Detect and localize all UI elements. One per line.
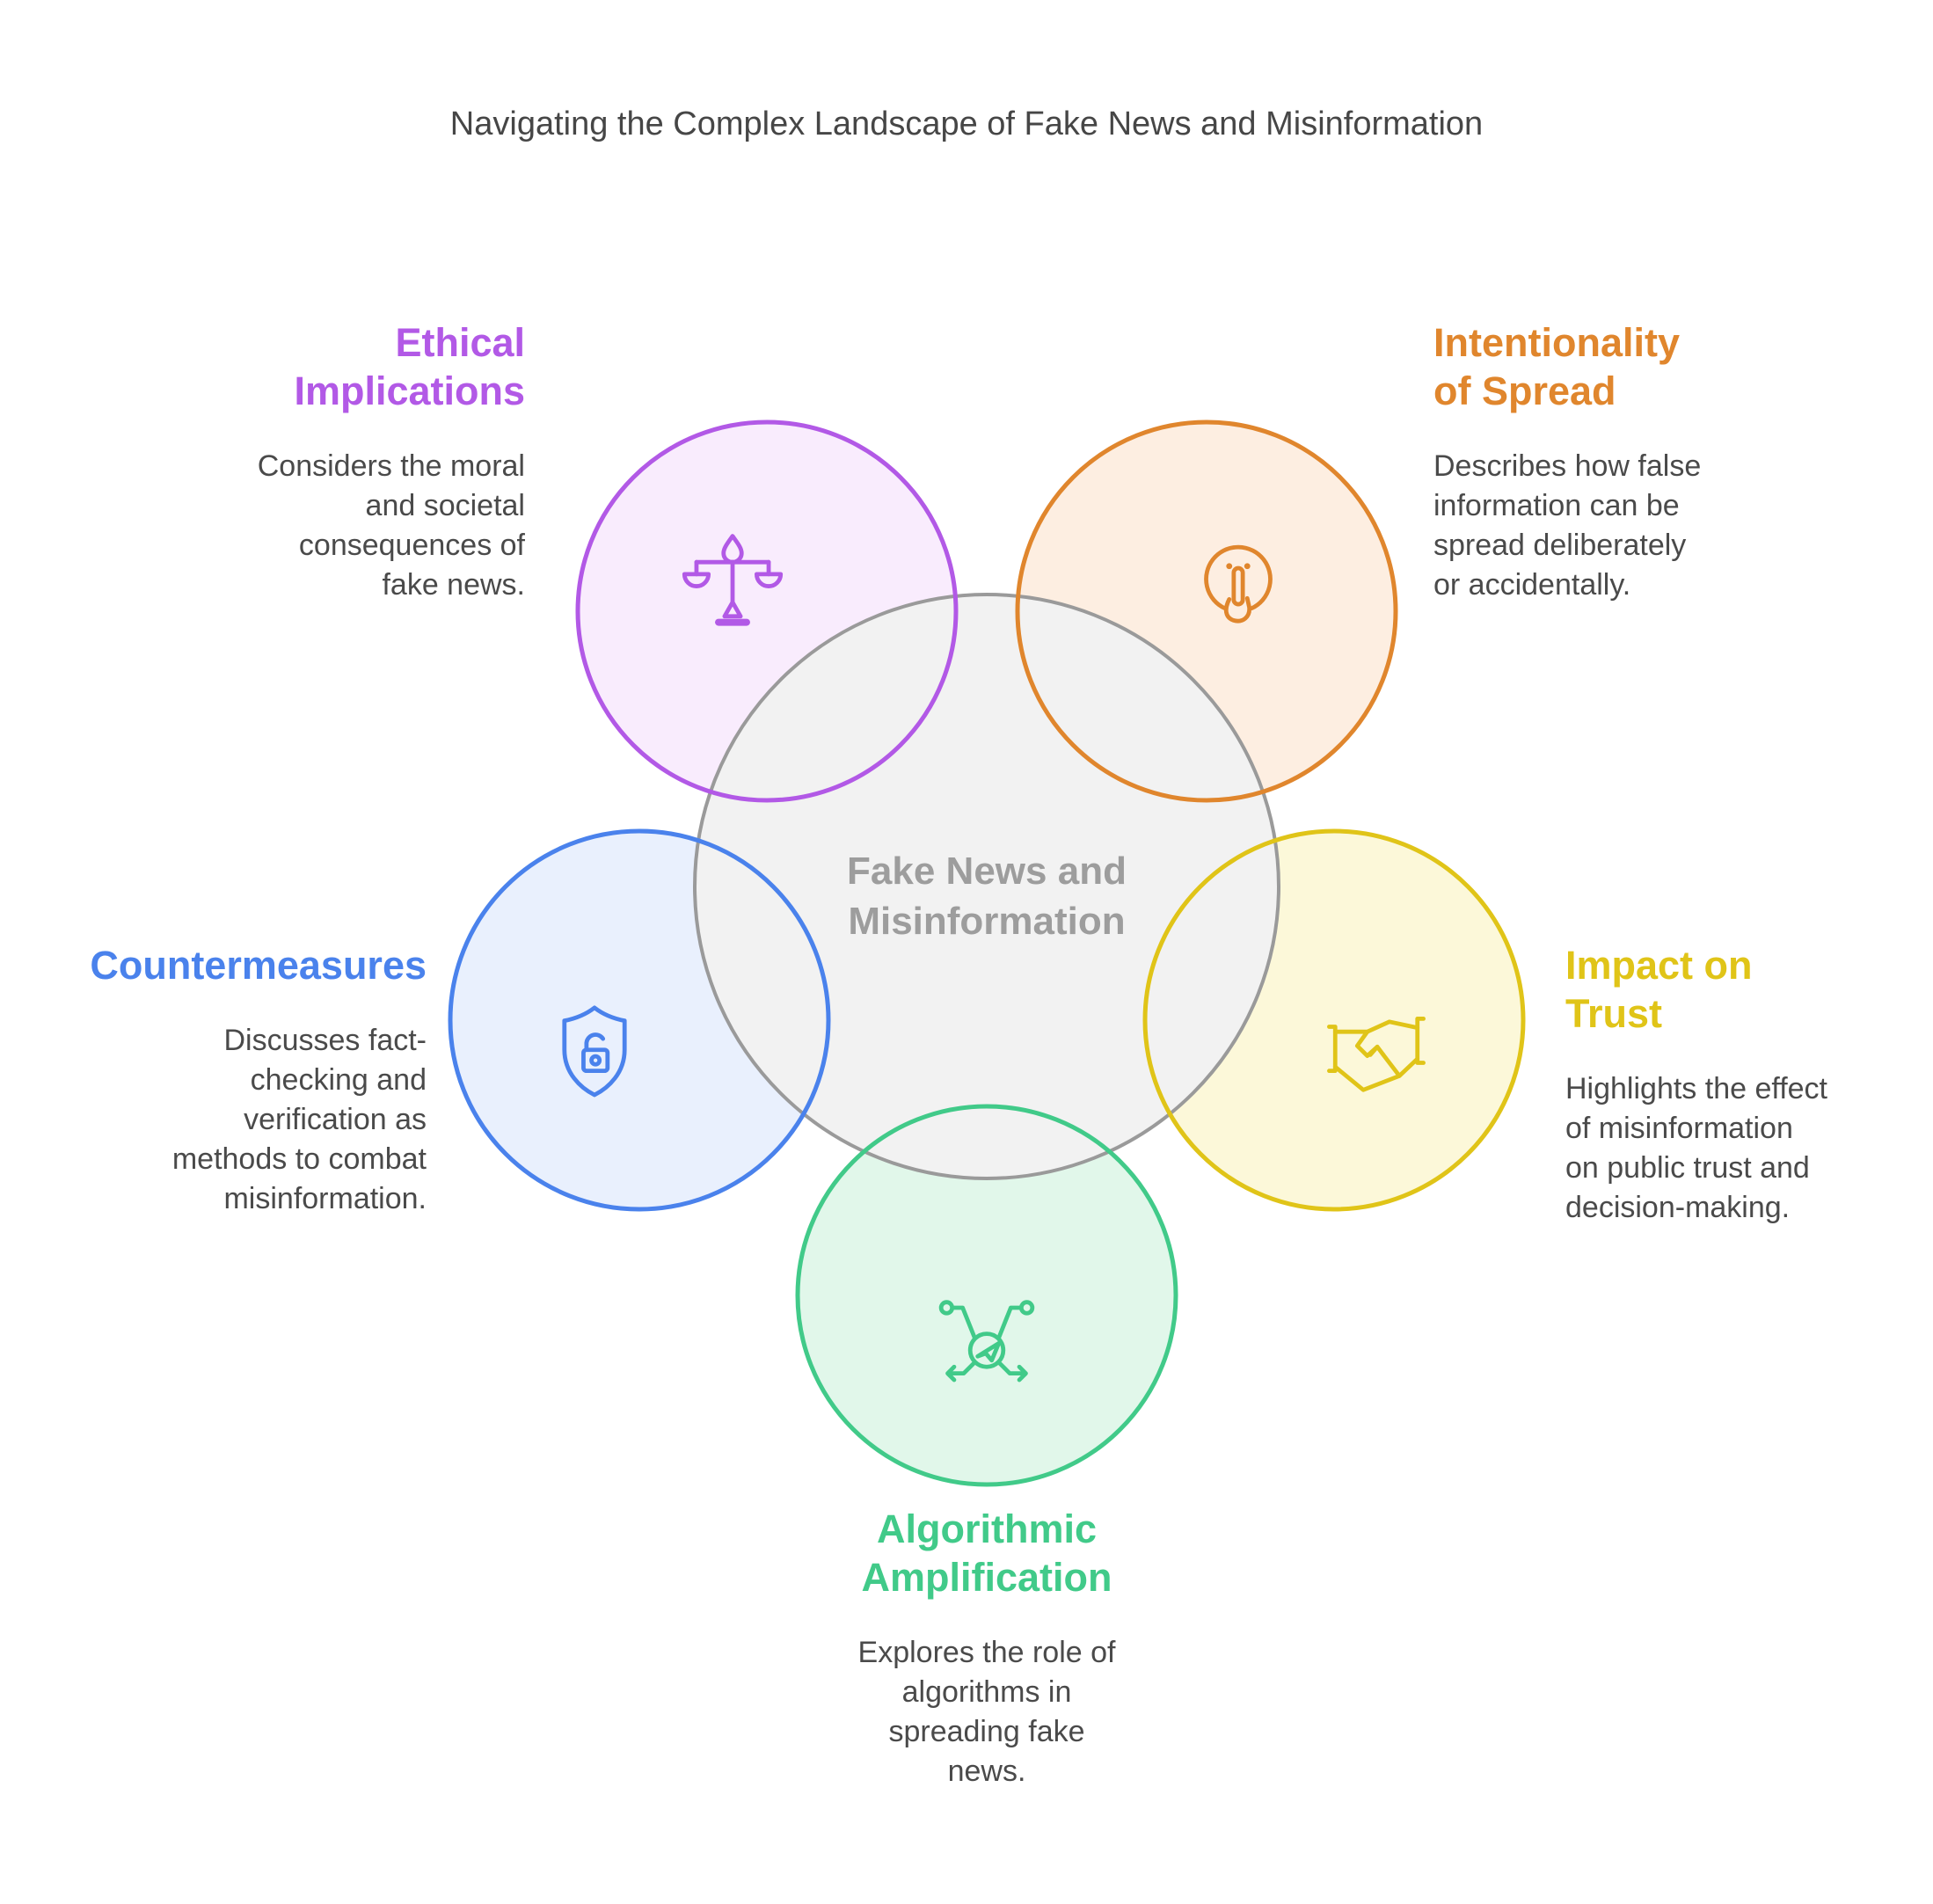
node-heading-intentionality-of-spread: Intentionality of Spread (1433, 320, 1680, 413)
node-heading-countermeasures: Countermeasures (90, 943, 427, 988)
page-title: Navigating the Complex Landscape of Fake… (449, 106, 1484, 142)
ethical-implications-ring (575, 419, 959, 803)
node-heading-impact-on-trust: Impact on Trust (1565, 943, 1753, 1036)
node-heading-ethical-implications: Ethical Implications (294, 320, 525, 413)
node-body-countermeasures: Discusses fact- checking and verificatio… (171, 1024, 427, 1215)
petal-outlines (448, 419, 1526, 1487)
countermeasures-ring (448, 828, 831, 1212)
algorithmic-amplification-ring (795, 1104, 1178, 1487)
center-label: Fake News and Misinformation (847, 850, 1127, 943)
center-circle (693, 593, 1280, 1180)
node-heading-algorithmic-amplification: Algorithmic Amplification (861, 1506, 1112, 1600)
impact-on-trust-ring (1142, 828, 1526, 1212)
send-network-icon (938, 1300, 1035, 1382)
node-body-ethical-implications: Considers the moral and societal consequ… (257, 449, 525, 602)
node-label-countermeasures: Countermeasures Discusses fact- checking… (40, 941, 427, 1219)
node-body-impact-on-trust: Highlights the effect of misinformation … (1565, 1072, 1827, 1224)
scales-of-justice-icon (682, 534, 784, 626)
handshake-icon (1327, 1016, 1426, 1092)
shield-lock-icon (562, 1005, 627, 1098)
node-label-algorithmic-amplification: Algorithmic Amplification Explores the r… (758, 1505, 1215, 1791)
intentionality-of-spread-ring (1015, 419, 1398, 803)
node-body-intentionality-of-spread: Describes how false information can be s… (1433, 449, 1702, 602)
node-label-ethical-implications: Ethical Implications Considers the moral… (147, 318, 525, 605)
algorithmic-amplification-circle (798, 1106, 1176, 1485)
node-label-intentionality-of-spread: Intentionality of Spread Describes how f… (1433, 318, 1838, 605)
node-body-algorithmic-amplification: Explores the role of algorithms in sprea… (857, 1636, 1116, 1788)
node-label-impact-on-trust: Impact on Trust Highlights the effect of… (1565, 941, 1926, 1228)
shush-face-icon (1204, 544, 1273, 624)
